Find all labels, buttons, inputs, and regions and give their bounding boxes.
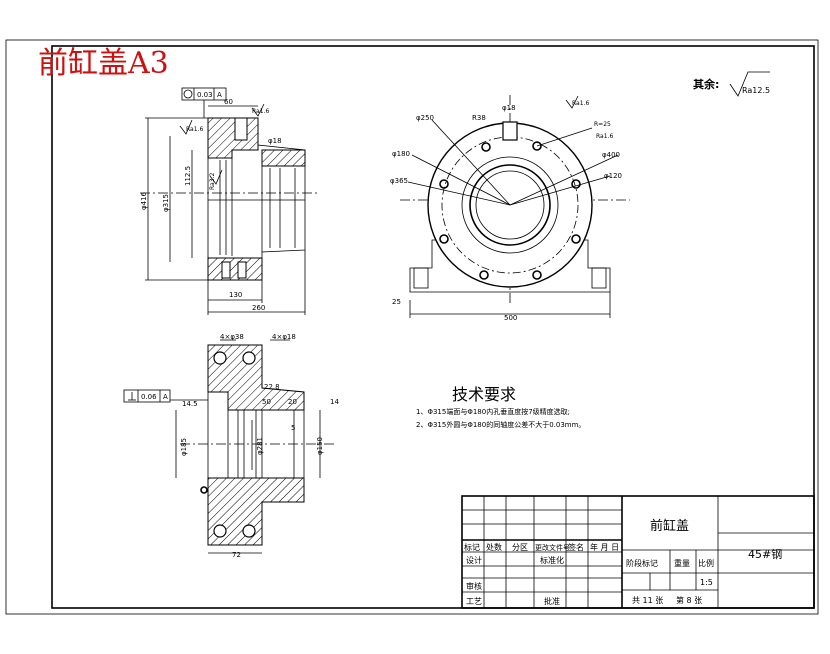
dim-side-ra2: Ra1.6 [596,133,613,140]
dim-front-112: 112.5 [184,166,192,186]
section-holes-right: 4×φ18 [272,333,296,341]
tb-scale-label: 比例 [698,558,714,568]
tb-approve: 批准 [544,596,560,606]
roughness-note: 其余: [693,77,719,91]
front-view [140,87,318,315]
dim-section-14: 14 [330,398,339,406]
tb-header-zone: 分区 [512,543,528,552]
dim-section-14-5: 14.5 [182,400,198,408]
section-tolerance-datum: A [163,393,168,401]
dim-side-180: φ180 [392,150,410,158]
tb-header-date: 年 月 日 [590,542,619,552]
tb-part-name: 前缸盖 [650,518,689,534]
tb-review: 审核 [466,581,482,591]
dim-front-ra-mid: Ra3.2 [209,173,216,190]
outer-border [5,39,819,615]
section-tolerance-value: 0.06 [141,393,157,401]
dim-side-500: 500 [504,314,517,322]
roughness-value: Ra12.5 [742,86,770,95]
dim-section-5: 5 [291,424,295,432]
dim-section-72: 72 [232,551,241,559]
requirements-heading: 技术要求 [452,385,516,404]
dim-front-outer: φ416 [140,191,148,210]
dim-front-bore: φ315 [162,194,170,212]
dim-front-hole: φ18 [268,137,282,145]
dim-section-50: 50 [262,398,271,406]
front-tolerance-value: 0.03 [197,91,213,99]
tb-standard: 标准化 [540,555,564,565]
dim-side-400: φ400 [602,151,620,159]
dim-section-22-8: 22.8 [264,383,280,391]
tb-header-mark: 标记 [464,542,480,552]
tb-header-sign: 签名 [568,542,584,552]
roughness-mark-icon [179,119,193,135]
tb-scale-value: 1:5 [700,578,713,587]
requirement-item-1: 1、Φ315端面与Φ180内孔垂直度按7级精度选取; [416,407,570,416]
tb-weight: 重量 [674,558,690,568]
dim-front-ra-left: Ra1.6 [186,126,203,133]
roughness-mark-icon [565,95,579,109]
dim-front-130: 130 [229,291,242,299]
dim-side-120: φ120 [604,172,622,180]
tb-design: 设计 [466,555,482,565]
dim-side-ra1: Ra1.6 [572,100,589,107]
dim-section-bore-left: φ185 [180,438,188,456]
dim-front-60: 60 [224,98,233,106]
tb-header-count: 处数 [486,542,502,552]
section-holes-left: 4×φ38 [220,333,244,341]
side-view [400,95,630,318]
dim-front-260: 260 [252,304,265,312]
tb-material: 45#钢 [748,548,782,561]
requirement-item-2: 2、Φ315外圆与Φ180的同轴度公差不大于0.03mm。 [416,420,585,429]
tb-stage: 阶段标记 [626,558,658,568]
dim-side-365: φ365 [390,177,408,185]
cylindricity-icon [183,89,193,99]
inner-border [51,45,815,609]
section-view [123,339,335,554]
roughness-mark-icon [209,169,223,185]
section-tolerance-frame [123,389,171,403]
dim-front-ra-top: Ra1.6 [252,108,269,115]
dim-side-250: φ250 [416,114,434,122]
roughness-mark-icon [251,103,265,117]
tb-sheet-no: 第 8 张 [676,595,702,605]
dim-section-20: 20 [288,398,297,406]
dim-side-r25: R=25 [594,121,611,128]
sheet-title: 前缸盖A3 [38,46,169,81]
front-tolerance-datum: A [217,91,222,99]
dim-side-25: 25 [392,298,401,306]
dim-side-top-hole: φ18 [502,104,516,112]
tb-process: 工艺 [466,597,482,606]
roughness-symbol-icon [729,71,770,97]
dim-side-r38: R38 [472,114,486,122]
dim-section-bore-right: φ150 [316,437,324,455]
tb-sheet-total: 共 11 张 [632,596,663,605]
tb-header-doc: 更改文件号 [535,543,570,552]
dim-section-bore-mid: φ281 [256,437,264,455]
title-block [461,495,815,609]
